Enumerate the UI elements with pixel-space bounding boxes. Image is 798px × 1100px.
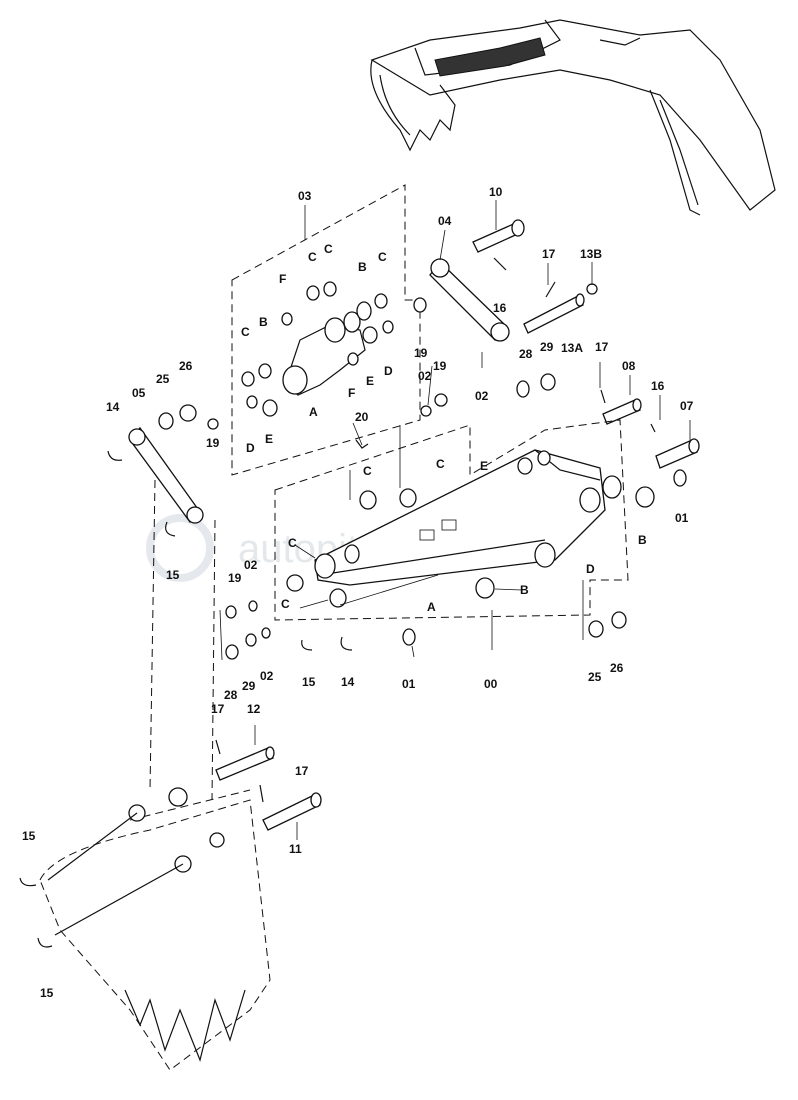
label-B: B bbox=[638, 533, 647, 547]
label-08: 08 bbox=[622, 359, 636, 373]
label-02: 02 bbox=[475, 389, 489, 403]
label-19: 19 bbox=[414, 346, 428, 360]
pin-12 bbox=[215, 739, 275, 781]
leader-lines bbox=[219, 200, 691, 840]
label-C: C bbox=[378, 250, 387, 264]
label-07: 07 bbox=[680, 399, 694, 413]
link-04 bbox=[429, 258, 510, 342]
callout-labels: 03 04 10 17 13B 16 13A C C C B F C B 26 … bbox=[22, 185, 694, 1000]
label-02: 02 bbox=[418, 369, 432, 383]
label-13B: 13B bbox=[580, 247, 602, 261]
pin-11 bbox=[259, 784, 322, 831]
label-E: E bbox=[366, 374, 374, 388]
label-02: 02 bbox=[260, 669, 274, 683]
pin-10 bbox=[472, 219, 525, 271]
label-17: 17 bbox=[211, 702, 225, 716]
label-01: 01 bbox=[402, 677, 416, 691]
label-00: 00 bbox=[484, 677, 498, 691]
label-E: E bbox=[480, 459, 488, 473]
label-13A: 13A bbox=[561, 341, 583, 355]
label-29: 29 bbox=[242, 679, 256, 693]
label-05: 05 bbox=[132, 386, 146, 400]
label-15: 15 bbox=[166, 568, 180, 582]
label-15: 15 bbox=[302, 675, 316, 689]
label-11: 11 bbox=[289, 842, 302, 856]
label-D: D bbox=[246, 441, 255, 455]
label-20: 20 bbox=[355, 410, 369, 424]
label-15: 15 bbox=[40, 986, 54, 1000]
label-26: 26 bbox=[179, 359, 193, 373]
label-25: 25 bbox=[156, 372, 170, 386]
label-02: 02 bbox=[244, 558, 258, 572]
arm-assembly-00 bbox=[225, 373, 687, 660]
label-D: D bbox=[586, 562, 595, 576]
label-28: 28 bbox=[519, 347, 533, 361]
label-17: 17 bbox=[595, 340, 609, 354]
label-25: 25 bbox=[588, 670, 602, 684]
label-14: 14 bbox=[106, 400, 120, 414]
label-C: C bbox=[288, 536, 297, 550]
label-17: 17 bbox=[295, 764, 309, 778]
pin-13A bbox=[523, 281, 598, 334]
label-19: 19 bbox=[433, 359, 447, 373]
label-29: 29 bbox=[540, 340, 554, 354]
label-12: 12 bbox=[247, 702, 261, 716]
label-F: F bbox=[348, 386, 355, 400]
label-A: A bbox=[427, 600, 436, 614]
label-19: 19 bbox=[228, 571, 242, 585]
label-D: D bbox=[384, 364, 393, 378]
label-F: F bbox=[279, 272, 286, 286]
label-03: 03 bbox=[298, 189, 312, 203]
label-10: 10 bbox=[489, 185, 503, 199]
bucket bbox=[19, 479, 271, 1071]
label-19: 19 bbox=[206, 436, 220, 450]
label-15: 15 bbox=[22, 829, 36, 843]
label-01: 01 bbox=[675, 511, 689, 525]
label-B: B bbox=[259, 315, 268, 329]
pin-08 bbox=[600, 389, 656, 433]
pin-07 bbox=[655, 438, 700, 469]
label-C: C bbox=[241, 325, 250, 339]
excavator-overview bbox=[370, 19, 776, 216]
label-28: 28 bbox=[224, 688, 238, 702]
label-C: C bbox=[308, 250, 317, 264]
label-04: 04 bbox=[438, 214, 452, 228]
bushings-03 bbox=[158, 281, 448, 430]
label-E: E bbox=[265, 432, 273, 446]
label-C: C bbox=[436, 457, 445, 471]
label-16: 16 bbox=[493, 301, 507, 315]
label-17: 17 bbox=[542, 247, 556, 261]
label-C: C bbox=[363, 464, 372, 478]
label-B: B bbox=[520, 583, 529, 597]
label-26: 26 bbox=[610, 661, 624, 675]
label-C: C bbox=[324, 242, 333, 256]
label-C: C bbox=[281, 597, 290, 611]
link-05 bbox=[107, 426, 204, 537]
label-B: B bbox=[358, 260, 367, 274]
label-A: A bbox=[309, 405, 318, 419]
label-16: 16 bbox=[651, 379, 665, 393]
label-14: 14 bbox=[341, 675, 355, 689]
link-assembly-03 bbox=[231, 184, 421, 476]
